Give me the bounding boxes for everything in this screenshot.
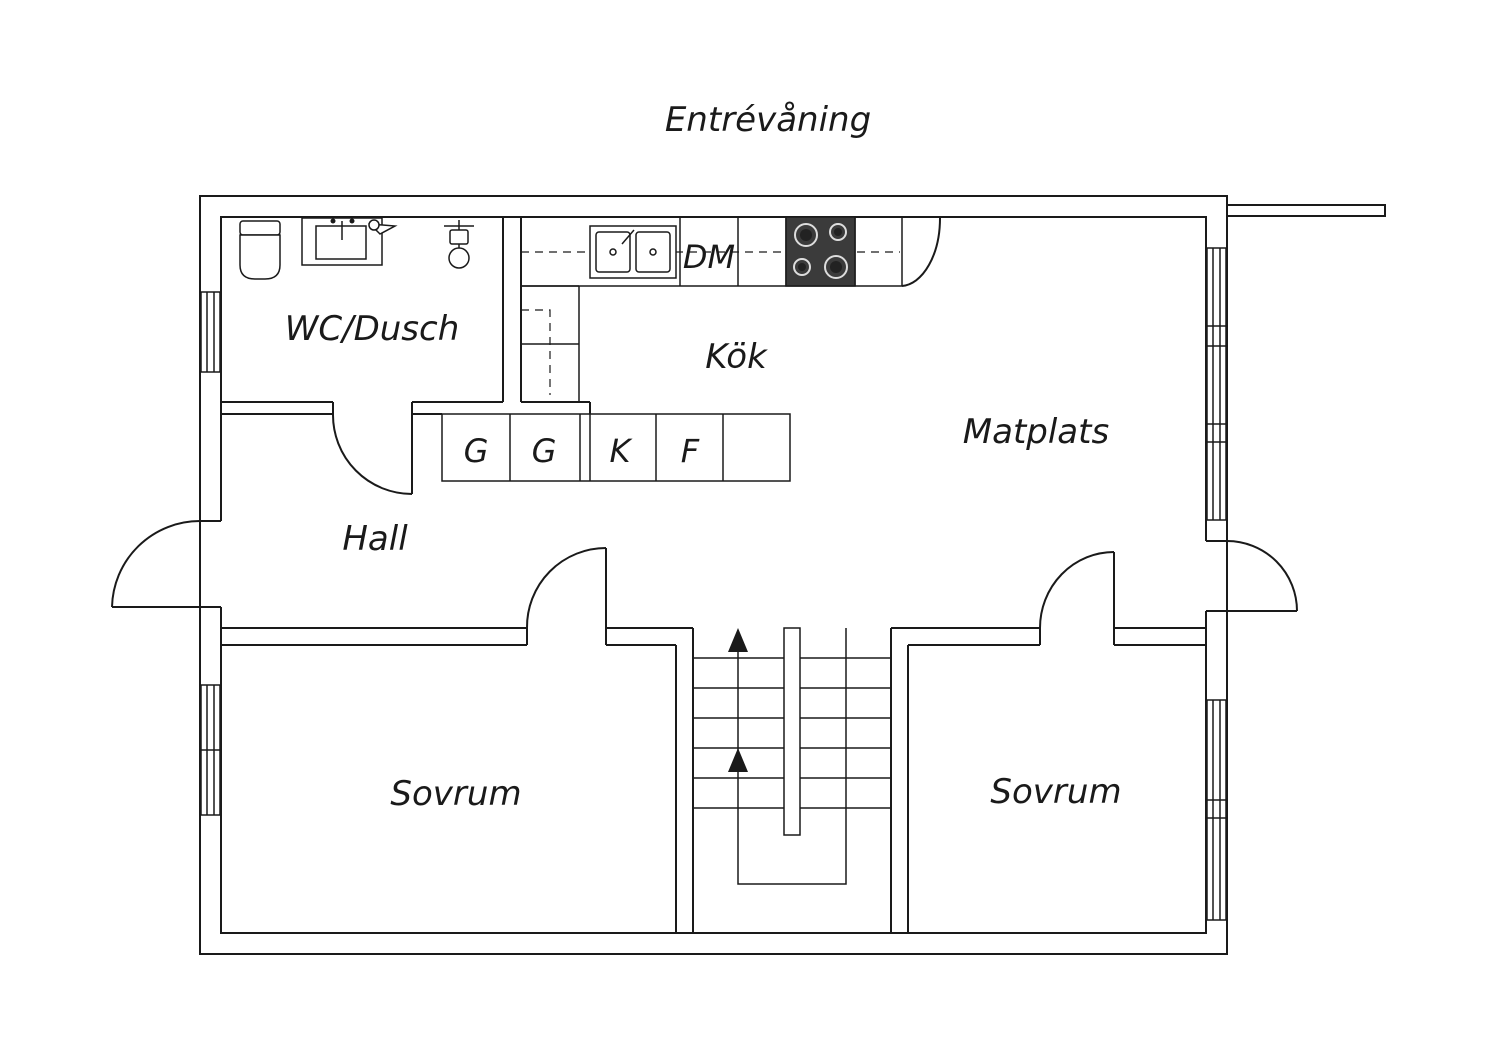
room-label-sovrum-left: Sovrum [390,774,521,814]
plan-title: Entrévåning [665,100,871,140]
entrance-door [111,520,223,608]
room-label-sovrum-right: Sovrum [990,772,1121,812]
bedroom-walls [221,547,1206,933]
toilet-icon [239,220,281,280]
kitchen-island [441,413,791,482]
staircase [692,627,892,933]
wc-fixtures [239,217,474,280]
stair-arrow-icon [728,628,748,772]
balcony-door [1205,540,1298,612]
room-label-matplats: Matplats [963,412,1109,452]
room-label-kok: Kök [705,337,768,377]
cabinet-label: G [532,432,557,470]
cabinet-label: G [464,432,489,470]
dishwasher-label: DM [683,238,735,276]
sink-icon [301,217,398,266]
stove-icon [785,216,856,287]
shower-icon [444,220,474,269]
cabinet-label: F [681,432,700,470]
room-label-hall: Hall [342,519,408,559]
windows [200,247,1227,921]
room-label-wc: WC/Dusch [285,309,460,349]
kitchen-sink-icon [589,225,677,279]
cabinet-label: K [610,432,634,470]
